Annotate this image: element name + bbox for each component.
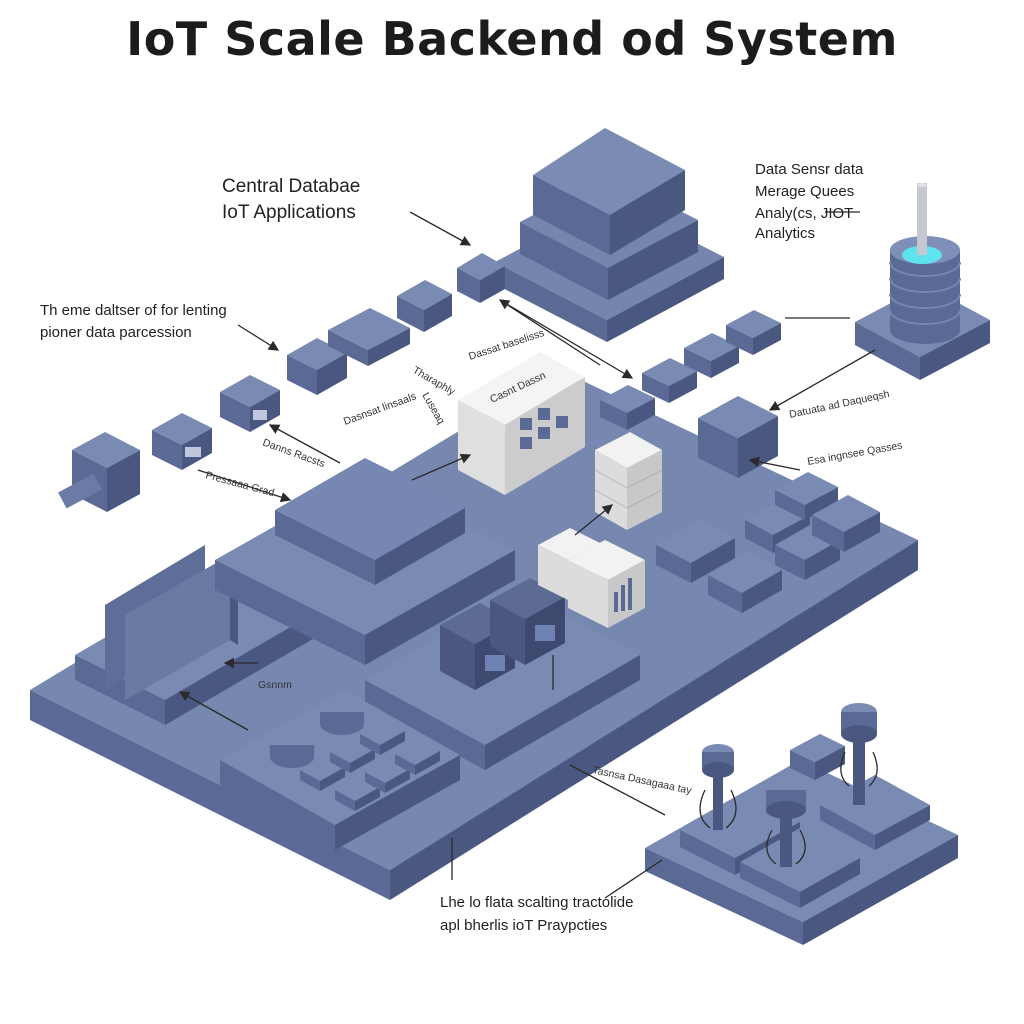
chip-grid — [270, 701, 440, 811]
label-bottom-1: Lhe lo flata scalting tractolide — [440, 894, 633, 911]
chip-icon — [220, 375, 280, 432]
sensor-icon — [840, 703, 878, 805]
label-left-2: pioner data parcession — [40, 324, 192, 341]
page-title: IoT Scale Backend od System — [126, 12, 898, 66]
label-small: Gsnnm — [258, 679, 292, 691]
sensor-icon — [270, 734, 314, 768]
white-server-stack — [594, 432, 663, 530]
chip-icon — [708, 552, 782, 613]
database-icon — [855, 183, 990, 380]
chip-icon — [600, 385, 655, 430]
label-small: Luseaq — [419, 391, 447, 427]
label-small: Danns Racsts — [261, 437, 327, 471]
sensor-icon — [320, 701, 364, 735]
server-icon — [440, 578, 565, 690]
sensor-platform — [645, 734, 958, 945]
connector-icon — [520, 408, 568, 449]
label-small: Esa ingnsee Qasses — [806, 439, 903, 468]
label-left-1: Th eme daltser of for lenting — [40, 302, 227, 319]
central-database — [495, 128, 724, 342]
label-small: Dasnsat linsaals — [342, 390, 418, 427]
label-small: Tharaphly — [411, 364, 458, 398]
chip-icon — [328, 308, 410, 366]
label-small: Tasnsa Dasagaaa tay — [591, 764, 693, 797]
chip-icon — [684, 333, 739, 378]
label-right-2: Merage Quees — [755, 183, 854, 200]
label-small: Pressaaa Grad — [204, 469, 275, 499]
label-central-db-1: Central Databae — [222, 176, 360, 197]
label-right-3: Analy(cs, JIOT — [755, 205, 853, 222]
central-slab — [215, 458, 515, 665]
right-module-row — [600, 310, 781, 430]
module-row — [152, 253, 505, 470]
label-small: Datuata ad Daqueqsh — [788, 388, 891, 421]
white-module-analytics — [538, 528, 645, 628]
sensor-icon — [699, 744, 737, 830]
arrows — [178, 211, 876, 899]
chip-icon — [152, 413, 212, 470]
message-queue-box — [698, 396, 778, 478]
chip-icon — [812, 495, 880, 552]
label-central-db-2: IoT Applications — [222, 202, 356, 223]
chip-icon — [726, 310, 781, 355]
label-bottom-2: apl bherlis ioT Praypcties — [440, 917, 607, 934]
chip-icon — [397, 280, 452, 332]
chip-icon — [395, 740, 440, 775]
sensor-icon — [766, 781, 806, 867]
chip-icon — [656, 520, 735, 583]
label-right-4: Analytics — [755, 225, 815, 242]
right-grid — [656, 472, 880, 613]
chip-icon — [457, 253, 505, 303]
chip-icon — [775, 472, 838, 520]
gateway-box — [458, 352, 585, 495]
label-right-1: Data Sensr data — [755, 161, 864, 178]
connector-icon — [58, 432, 140, 512]
chip-icon — [360, 720, 405, 755]
chip-icon — [642, 358, 697, 403]
